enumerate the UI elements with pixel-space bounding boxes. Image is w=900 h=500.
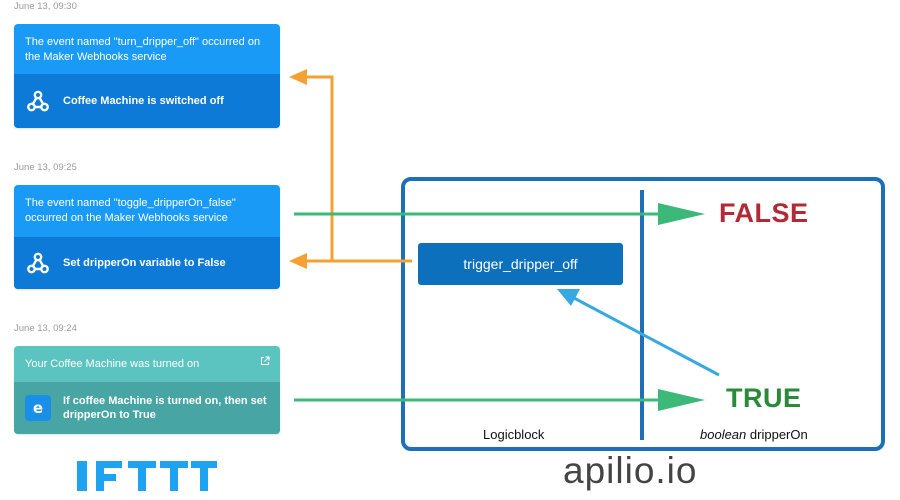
true-state-label: TRUE <box>726 383 802 413</box>
logicblock-label: Logicblock <box>483 427 545 442</box>
arrow-blue-trigger <box>557 289 720 377</box>
action-row: e If coffee Machine is turned on, then s… <box>14 382 280 434</box>
timestamp: June 13, 09:30 <box>14 1 77 12</box>
applet-activity-card[interactable]: Your Coffee Machine was turned on e If c… <box>14 346 280 434</box>
logicblock-container <box>401 177 885 451</box>
event-message: The event named "turn_dripper_off" occur… <box>25 36 261 63</box>
action-label: If coffee Machine is turned on, then set… <box>63 395 267 421</box>
timestamp: June 13, 09:25 <box>14 162 77 173</box>
webhooks-icon <box>27 90 49 112</box>
trigger-label: trigger_dripper_off <box>463 256 578 272</box>
e-app-icon: e <box>25 395 51 421</box>
arrow-green-false <box>294 203 705 225</box>
arrow-orange-return <box>289 69 412 269</box>
event-message: The event named "toggle_dripperOn_false"… <box>25 197 236 224</box>
arrow-green-true <box>294 389 705 411</box>
action-label: Coffee Machine is switched off <box>63 95 224 107</box>
applet-activity-card[interactable]: The event named "turn_dripper_off" occur… <box>14 24 280 128</box>
event-message: Your Coffee Machine was turned on <box>25 358 200 370</box>
action-label: Set dripperOn variable to False <box>63 257 226 269</box>
apilio-logo: apilio.io <box>563 450 698 491</box>
variable-name: dripperOn <box>749 427 808 442</box>
logicblock-divider <box>640 190 644 440</box>
event-message-row: Your Coffee Machine was turned on <box>14 346 280 382</box>
action-row: Coffee Machine is switched off <box>14 74 280 128</box>
timestamp: June 13, 09:24 <box>14 323 77 334</box>
applet-activity-card[interactable]: The event named "toggle_dripperOn_false"… <box>14 185 280 289</box>
false-state-label: FALSE <box>719 198 809 228</box>
variable-type: boolean <box>700 427 747 442</box>
webhooks-icon <box>27 252 49 274</box>
action-row: Set dripperOn variable to False <box>14 237 280 289</box>
variable-label: boolean dripperOn <box>700 427 808 442</box>
external-link-icon[interactable] <box>260 356 270 366</box>
trigger-action-block[interactable]: trigger_dripper_off <box>418 243 623 285</box>
